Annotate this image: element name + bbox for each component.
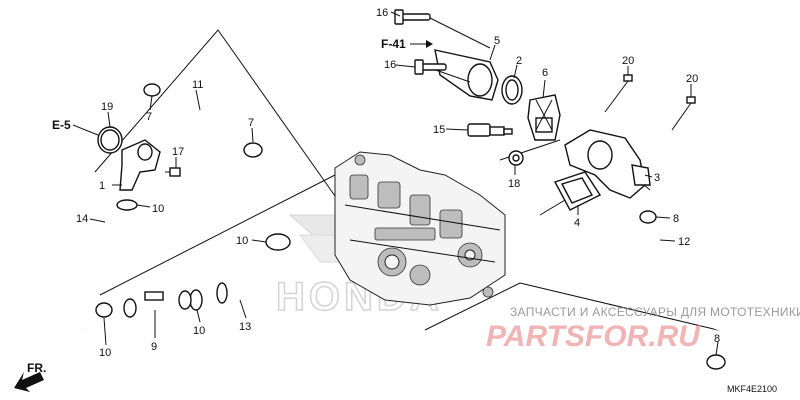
- label-15: 15: [433, 124, 445, 136]
- label-2: 2: [516, 55, 522, 67]
- watermark-logo: PARTSFOR.RU: [486, 320, 701, 353]
- label-14: 14: [76, 213, 88, 225]
- label-7-left: 7: [146, 111, 152, 123]
- label-5: 5: [494, 35, 500, 47]
- label-20-left: 20: [622, 55, 634, 67]
- bolt-17: [165, 167, 181, 177]
- label-18: 18: [508, 178, 520, 190]
- bolts-20: [604, 74, 696, 131]
- label-13: 13: [239, 321, 251, 333]
- front-arrow: [14, 372, 44, 392]
- o-ring-19: [97, 126, 123, 154]
- label-1: 1: [99, 180, 105, 192]
- ref-front: FR.: [27, 361, 46, 375]
- sensor-15: [467, 123, 513, 137]
- joint-1: [119, 139, 161, 191]
- clamps: [95, 83, 726, 370]
- washer-18: [508, 150, 524, 166]
- leader-lines: [72, 11, 719, 356]
- label-8-bottom: 8: [714, 333, 720, 345]
- hose-13: [216, 246, 280, 304]
- label-17: 17: [172, 146, 184, 158]
- label-16-top: 16: [376, 7, 388, 19]
- label-19: 19: [101, 101, 113, 113]
- gasket-4: [553, 171, 602, 211]
- label-11: 11: [192, 79, 203, 91]
- label-6: 6: [542, 67, 548, 79]
- label-12: 12: [678, 236, 690, 248]
- label-8-top: 8: [673, 213, 679, 225]
- ref-f41: F-41: [381, 37, 406, 51]
- label-10-a: 10: [152, 203, 164, 215]
- label-3: 3: [654, 172, 660, 184]
- f41-arrow: [410, 40, 433, 48]
- hose-12: [642, 229, 766, 366]
- o-ring-2: [501, 75, 523, 105]
- label-4: 4: [574, 217, 580, 229]
- watermark-caption: ЗАПЧАСТИ И АКСЕССУАРЫ ДЛЯ МОТОТЕХНИКИ: [510, 305, 800, 319]
- label-10-b: 10: [236, 235, 248, 247]
- thermostat-6: [527, 94, 561, 141]
- hose-14: [29, 209, 125, 341]
- label-16-bottom: 16: [384, 59, 396, 71]
- label-20-right: 20: [686, 73, 698, 85]
- label-9: 9: [151, 341, 157, 353]
- engine-block: [334, 151, 506, 306]
- pipe-9: [123, 290, 192, 318]
- label-10-c: 10: [193, 325, 205, 337]
- ref-e5: E-5: [52, 118, 71, 132]
- diagram-code: MKF4E2100: [727, 384, 777, 394]
- label-7-right: 7: [248, 117, 254, 129]
- label-10-d: 10: [99, 347, 111, 359]
- thermostat-cover-5: [394, 9, 499, 101]
- part-labels: 16 5 2 6 20 20 16 11 7 7 19 17 1 10 14 1…: [76, 7, 720, 359]
- hose-11: [158, 90, 244, 164]
- water-outlet-3: [564, 129, 651, 199]
